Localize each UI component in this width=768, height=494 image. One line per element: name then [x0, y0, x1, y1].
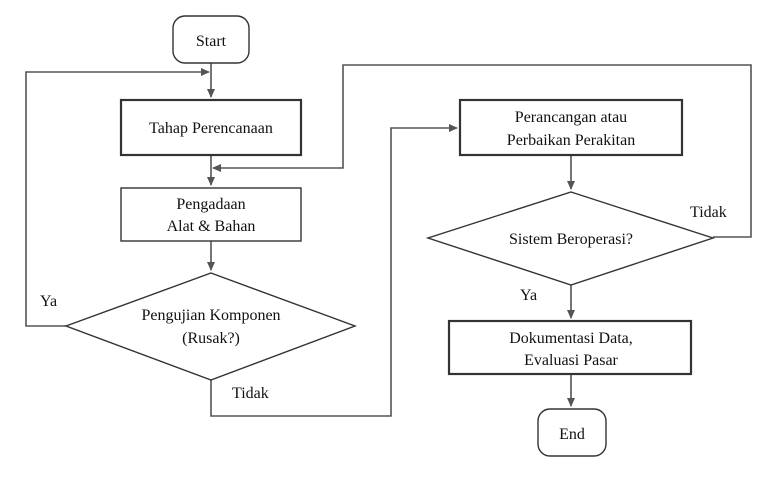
documentation-shape — [447, 319, 693, 376]
edge-test-yes-loop — [25, 68, 210, 327]
start-shape — [172, 15, 250, 64]
component-test-shape — [63, 272, 358, 381]
end-node: End — [537, 408, 607, 457]
procurement-shape — [120, 187, 302, 242]
planning-node: Tahap Perencanaan — [119, 98, 303, 157]
system-check-shape — [425, 191, 716, 286]
edge-label-system-no: Tidak — [690, 204, 727, 221]
edge-label-component-yes: Ya — [40, 293, 57, 310]
system-check-node: Sistem Beroperasi? — [425, 191, 716, 286]
procurement-node: Pengadaan Alat & Bahan — [120, 187, 302, 242]
component-test-label-line2: (Rusak?) — [182, 330, 240, 347]
procurement-label-line2: Alat & Bahan — [167, 218, 256, 235]
start-node: Start — [172, 15, 250, 64]
planning-shape — [119, 98, 303, 157]
end-shape — [537, 408, 607, 457]
edge-check-no-loop — [212, 64, 752, 238]
component-test-node: Pengujian Komponen (Rusak?) — [63, 272, 358, 381]
component-test-label-line1: Pengujian Komponen — [141, 307, 280, 324]
design-node: Perancangan atau Perbaikan Perakitan — [458, 98, 684, 157]
start-label: Start — [196, 33, 227, 50]
documentation-node: Dokumentasi Data, Evaluasi Pasar — [447, 319, 693, 376]
end-label: End — [559, 426, 585, 443]
design-label-line1: Perancangan atau — [515, 109, 627, 126]
edge-test-no-to-design — [210, 124, 458, 417]
documentation-label-line2: Evaluasi Pasar — [524, 352, 618, 369]
design-label-line2: Perbaikan Perakitan — [507, 132, 635, 149]
planning-label: Tahap Perencanaan — [149, 120, 273, 137]
procurement-label-line1: Pengadaan — [176, 196, 245, 213]
design-shape — [458, 98, 684, 157]
documentation-label-line1: Dokumentasi Data, — [509, 330, 633, 347]
edge-label-component-no: Tidak — [232, 385, 269, 402]
system-check-label: Sistem Beroperasi? — [509, 231, 633, 248]
edge-label-system-yes: Ya — [520, 287, 537, 304]
connectors — [25, 63, 752, 417]
